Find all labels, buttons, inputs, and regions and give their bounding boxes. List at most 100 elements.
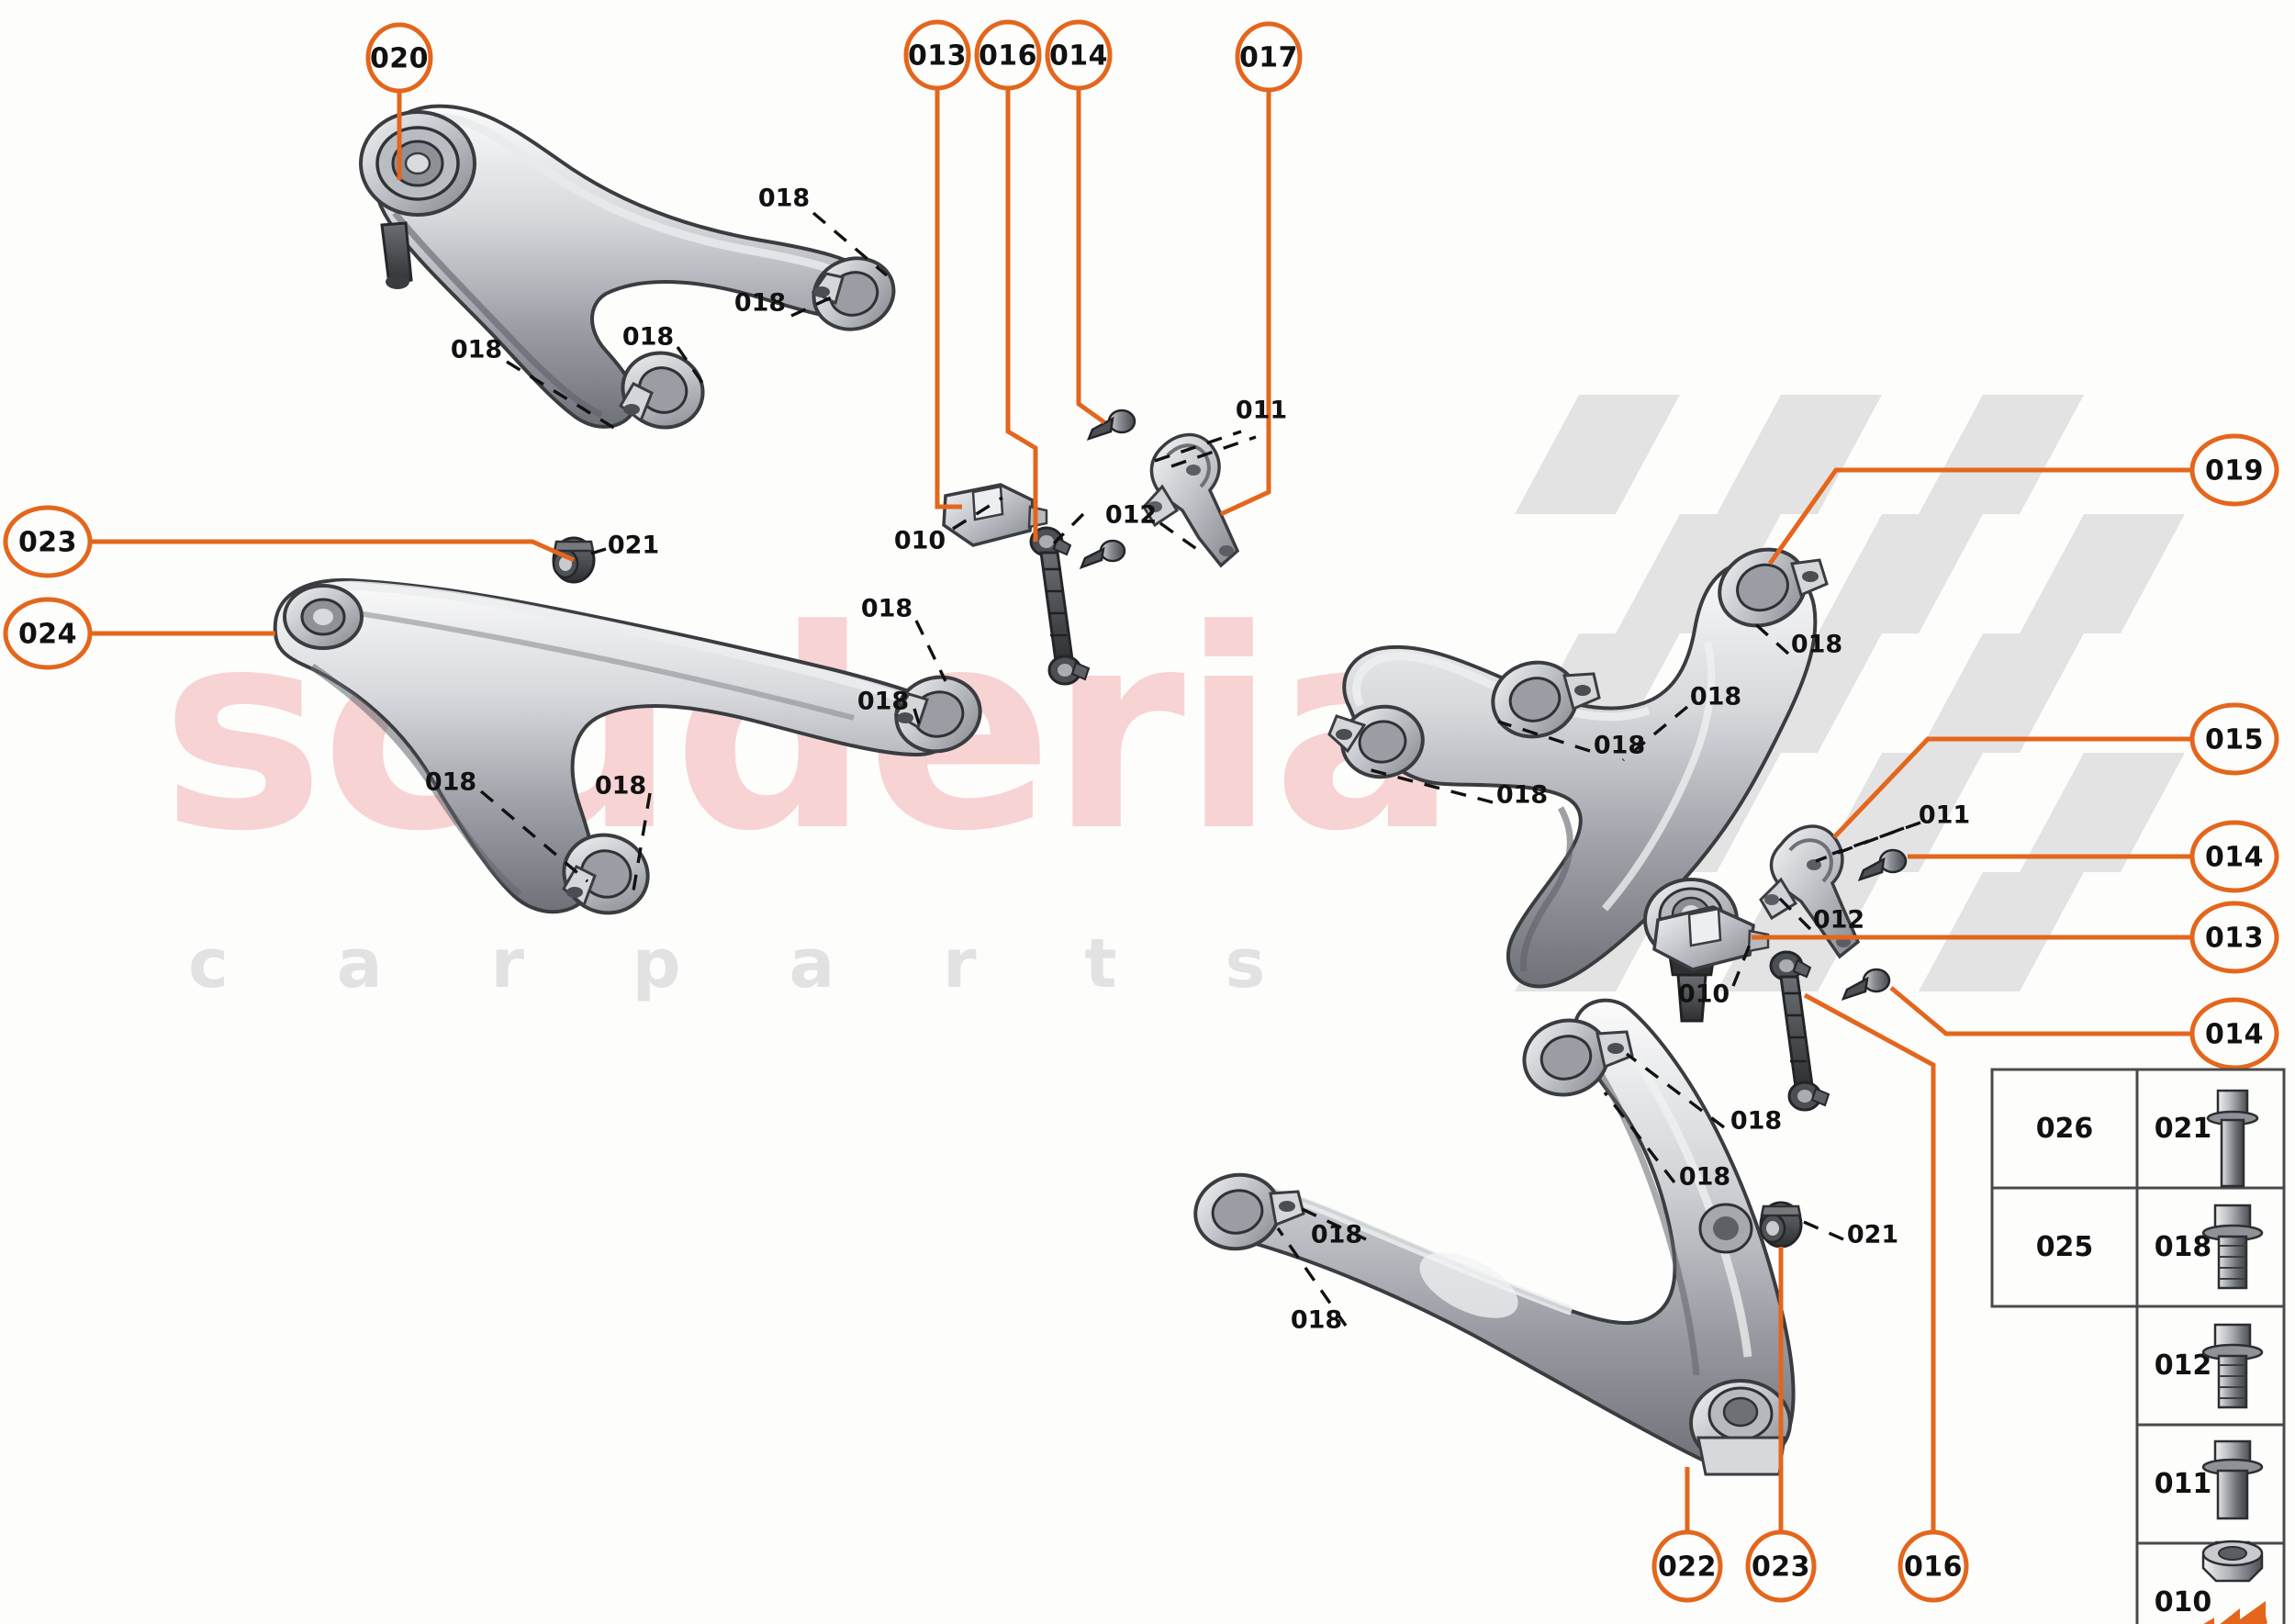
callout-label: 014 bbox=[2205, 842, 2264, 874]
callout-019-7[interactable]: 019 bbox=[2189, 433, 2279, 507]
center-small-parts-illustration bbox=[942, 409, 1240, 686]
legend-row-right-011: 011 bbox=[2135, 1423, 2286, 1545]
callout-label: 017 bbox=[1239, 42, 1298, 74]
legend-code: 025 bbox=[2036, 1231, 2094, 1263]
bolt-014-upper bbox=[1086, 409, 1136, 442]
callout-017-4[interactable]: 017 bbox=[1235, 21, 1303, 93]
callout-014-3[interactable]: 014 bbox=[1045, 19, 1113, 91]
link-rod-left bbox=[1029, 526, 1091, 686]
legend-icons bbox=[2201, 1089, 2267, 1624]
reference-label: 021 bbox=[608, 532, 659, 560]
reference-label: 012 bbox=[1105, 501, 1157, 530]
reference-label: 018 bbox=[857, 688, 909, 716]
legend-row-right-021: 021 bbox=[2135, 1068, 2286, 1190]
callout-bubble[interactable] bbox=[1045, 19, 1113, 91]
callout-label: 014 bbox=[1049, 40, 1108, 73]
reference-label: 018 bbox=[595, 772, 646, 801]
watermark-secondary-text: c a r p a r t s bbox=[188, 924, 1307, 1003]
callout-bubble[interactable] bbox=[2189, 820, 2279, 893]
reference-label: 018 bbox=[1291, 1306, 1342, 1335]
legend-row-left-025: 025 bbox=[1990, 1186, 2139, 1308]
reference-label: 018 bbox=[734, 289, 786, 318]
callout-bubble[interactable] bbox=[1651, 1529, 1723, 1603]
right-small-parts-illustration bbox=[1652, 824, 1908, 1112]
callout-024-6[interactable]: 024 bbox=[3, 597, 93, 670]
reference-label: 018 bbox=[1730, 1107, 1782, 1136]
bracket-017 bbox=[1142, 432, 1240, 568]
upper-left-control-arm-illustration bbox=[359, 104, 896, 430]
reference-label: 018 bbox=[425, 768, 476, 797]
callout-label: 016 bbox=[1904, 1551, 1963, 1584]
orange-arrow-icon bbox=[2203, 1601, 2267, 1624]
lower-left-control-arm-illustration bbox=[273, 536, 982, 915]
callout-015-8[interactable]: 015 bbox=[2189, 702, 2279, 776]
legend-code: 018 bbox=[2155, 1231, 2212, 1263]
callout-bubble[interactable] bbox=[2189, 702, 2279, 776]
bolt-flange-icon bbox=[2201, 1204, 2264, 1290]
bolt-014-right-upper bbox=[1857, 848, 1908, 882]
callout-label: 020 bbox=[370, 43, 429, 75]
callout-bubble[interactable] bbox=[1898, 1529, 1969, 1603]
bolt-012 bbox=[1079, 539, 1126, 570]
callout-bubble[interactable] bbox=[2189, 997, 2279, 1070]
callout-014-11[interactable]: 014 bbox=[2189, 997, 2279, 1070]
callout-label: 023 bbox=[1752, 1551, 1810, 1584]
lower-right-control-arm-illustration bbox=[1193, 998, 1803, 1476]
callout-bubble[interactable] bbox=[365, 22, 433, 94]
callout-label: 022 bbox=[1658, 1551, 1717, 1584]
reference-label: 018 bbox=[1311, 1221, 1362, 1249]
callout-label: 013 bbox=[2205, 923, 2264, 955]
reference-label: 018 bbox=[622, 323, 674, 352]
reference-label: 018 bbox=[1791, 631, 1842, 659]
callout-bubble[interactable] bbox=[974, 19, 1042, 91]
bolt-short-icon bbox=[2201, 1439, 2264, 1520]
reference-label: 011 bbox=[1236, 397, 1287, 425]
legend-code: 011 bbox=[2155, 1468, 2212, 1500]
legend-code: 010 bbox=[2155, 1586, 2212, 1618]
nut-flange-icon bbox=[2201, 1540, 2264, 1583]
link-rod-right bbox=[1769, 950, 1830, 1112]
reference-label: 018 bbox=[1594, 732, 1645, 760]
callout-label: 023 bbox=[18, 527, 77, 559]
callout-bubble[interactable] bbox=[1235, 21, 1303, 93]
callout-013-10[interactable]: 013 bbox=[2189, 901, 2279, 974]
reference-label: 018 bbox=[861, 595, 912, 623]
reference-label: 018 bbox=[758, 185, 810, 213]
callout-bubble[interactable] bbox=[3, 505, 93, 578]
callout-bubble[interactable] bbox=[2189, 433, 2279, 507]
callout-023-13[interactable]: 023 bbox=[1745, 1529, 1817, 1603]
callout-bubble[interactable] bbox=[2189, 901, 2279, 974]
callout-bubble[interactable] bbox=[3, 597, 93, 670]
callout-013-1[interactable]: 013 bbox=[903, 19, 971, 91]
callout-023-5[interactable]: 023 bbox=[3, 505, 93, 578]
legend-code: 012 bbox=[2155, 1350, 2212, 1382]
callout-016-14[interactable]: 016 bbox=[1898, 1529, 1969, 1603]
callout-bubble[interactable] bbox=[1745, 1529, 1817, 1603]
legend-row-right-010: 010 bbox=[2135, 1541, 2286, 1624]
legend-code: 026 bbox=[2036, 1113, 2094, 1145]
reference-label: 011 bbox=[1919, 801, 1970, 830]
reference-label: 010 bbox=[894, 527, 946, 555]
callout-label: 019 bbox=[2205, 455, 2264, 487]
reference-label: 012 bbox=[1813, 906, 1864, 935]
callout-label: 015 bbox=[2205, 724, 2264, 756]
callout-020-0[interactable]: 020 bbox=[365, 22, 433, 94]
callout-022-12[interactable]: 022 bbox=[1651, 1529, 1723, 1603]
bolt-long-icon bbox=[2206, 1089, 2259, 1188]
callout-014-9[interactable]: 014 bbox=[2189, 820, 2279, 893]
legend-row-right-012: 012 bbox=[2135, 1305, 2286, 1427]
legend-row-right-018: 018 bbox=[2135, 1186, 2286, 1308]
bolt-flange-icon-2 bbox=[2201, 1323, 2264, 1409]
legend-code: 021 bbox=[2155, 1113, 2212, 1145]
callout-bubble[interactable] bbox=[903, 19, 971, 91]
callout-016-2[interactable]: 016 bbox=[974, 19, 1042, 91]
legend-row-left-026: 026 bbox=[1990, 1068, 2139, 1190]
reference-label: 018 bbox=[1690, 683, 1741, 711]
